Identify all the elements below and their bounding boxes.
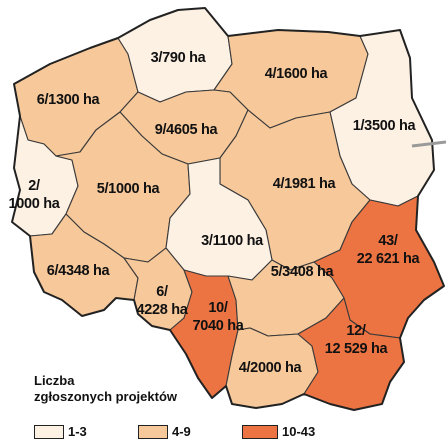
region-label-warminsko-mazurskie: 4/1600 ha	[265, 66, 329, 82]
region-label-lodzkie: 3/1100 ha	[201, 233, 264, 249]
region-label-swietokrzyskie: 5/3408 ha	[271, 264, 335, 280]
region-label-podlaskie: 1/3500 ha	[353, 118, 417, 134]
legend-swatch-high	[242, 424, 278, 439]
legend-title-line-2: zgłoszonych projektów	[34, 389, 178, 404]
legend-item-mid: 4-9	[138, 424, 191, 439]
legend: 1-3 4-9 10-43	[34, 424, 434, 442]
region-label-malopolskie: 4/2000 ha	[239, 360, 303, 376]
legend-label-low: 1-3	[68, 424, 87, 439]
region-label-dolnoslaskie: 6/4348 ha	[47, 263, 111, 279]
region-label-zachodniopomorskie: 6/1300 ha	[37, 92, 101, 108]
region-label-pomorskie: 3/790 ha	[151, 50, 207, 66]
border-stub-line	[411, 140, 446, 148]
region-label-wielkopolskie: 5/1000 ha	[97, 181, 161, 197]
legend-swatch-mid	[138, 424, 168, 439]
country-outline	[11, 7, 445, 411]
region-label-slaskie: 10/7040 ha	[192, 300, 244, 334]
region-label-lubelskie: 43/22 621 ha	[357, 233, 421, 267]
legend-label-mid: 4-9	[172, 424, 191, 439]
region-label-opolskie: 6/4228 ha	[136, 284, 188, 318]
region-label-podkarpackie: 12/12 529 ha	[325, 323, 389, 357]
region-label-kujawsko-pomorskie: 9/4605 ha	[155, 122, 219, 138]
legend-swatch-low	[34, 424, 64, 439]
legend-title-line-1: Liczba	[34, 373, 75, 388]
legend-title: Liczba zgłoszonych projektów	[34, 373, 177, 405]
region-label-mazowieckie: 4/1981 ha	[273, 176, 337, 192]
region-label-lubuskie: 2/1000 ha	[8, 178, 60, 212]
legend-item-high: 10-43	[242, 424, 315, 439]
legend-label-high: 10-43	[282, 424, 316, 439]
legend-item-low: 1-3	[34, 424, 87, 439]
